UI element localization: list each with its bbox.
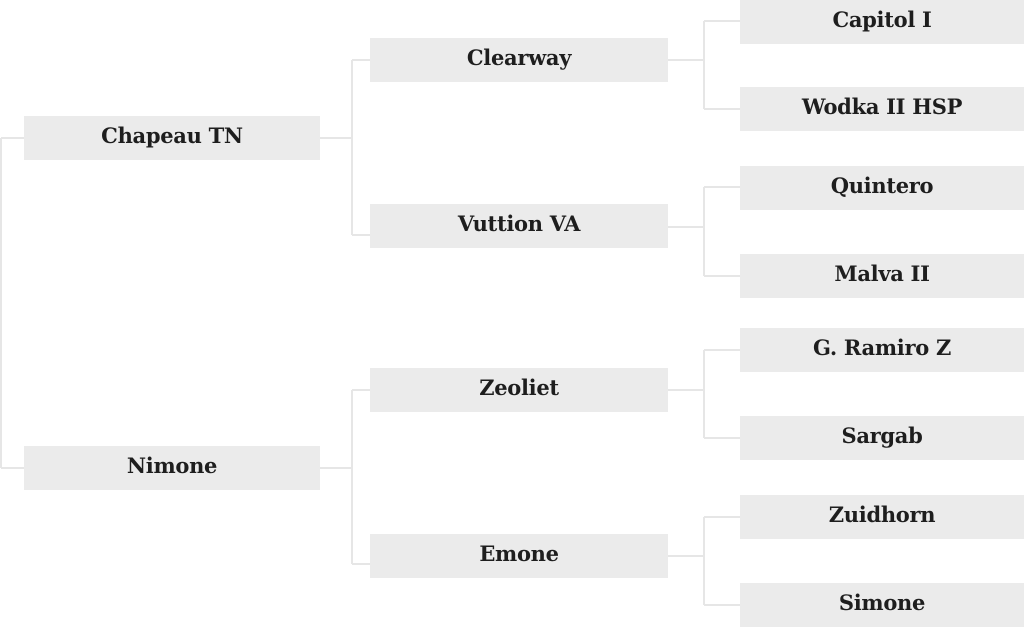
grandparent-node-zeoliet[interactable]: Zeoliet [370,368,668,412]
great-grandparent-node[interactable]: Simone [740,583,1024,627]
grandparent-node-vuttion[interactable]: Vuttion VA [370,204,668,248]
great-grandparent-name: Simone [838,589,926,615]
great-grandparent-name: Sargab [841,422,923,448]
great-grandparent-node[interactable]: Zuidhorn [740,495,1024,539]
great-grandparent-node[interactable]: Capitol I [740,0,1024,44]
great-grandparent-node[interactable]: Sargab [740,416,1024,460]
parent-name-dam: Nimone [126,452,218,478]
great-grandparent-node[interactable]: Malva II [740,254,1024,298]
great-grandparent-name: Capitol I [832,6,932,32]
grandparent-name-zeoliet: Zeoliet [479,374,559,400]
great-grandparent-name: Malva II [834,260,930,286]
parent-name-sire: Chapeau TN [101,122,243,148]
great-grandparent-node[interactable]: Wodka II HSP [740,87,1024,131]
great-grandparent-name: Quintero [830,172,934,198]
parent-node-dam[interactable]: Nimone [24,446,320,490]
great-grandparent-node[interactable]: Quintero [740,166,1024,210]
grandparent-node-emone[interactable]: Emone [370,534,668,578]
great-grandparent-name: Zuidhorn [828,501,936,527]
grandparent-name-emone: Emone [479,540,559,566]
parent-node-sire[interactable]: Chapeau TN [24,116,320,160]
great-grandparent-name: G. Ramiro Z [813,334,951,360]
grandparent-name-vuttion: Vuttion VA [457,210,581,236]
great-grandparent-name: Wodka II HSP [801,93,963,119]
grandparent-name-clearway: Clearway [466,44,572,70]
grandparent-node-clearway[interactable]: Clearway [370,38,668,82]
great-grandparent-node[interactable]: G. Ramiro Z [740,328,1024,372]
